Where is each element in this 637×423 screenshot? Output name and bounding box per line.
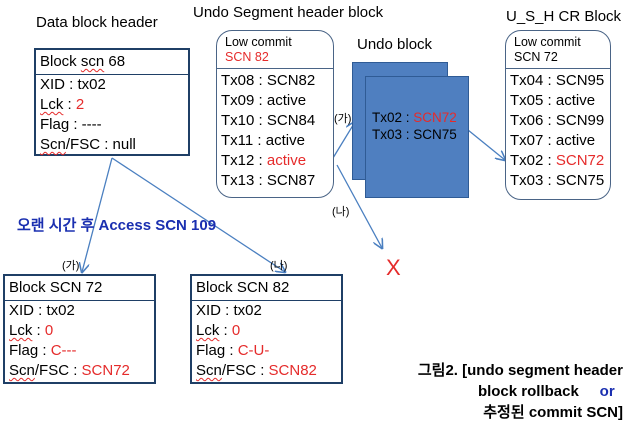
block-na-box: Block SCN 82 XID : tx02 Lck : 0 Flag : C…	[190, 274, 343, 384]
block-ga-header: Block SCN 72	[5, 276, 154, 301]
undo-block-row: Tx03 : SCN75	[372, 127, 457, 142]
data-block-lck-value: 2	[75, 96, 85, 113]
path-label-ga-top: (가)	[334, 113, 352, 125]
data-block-header-box: Block scn 68 XID : tx02 Lck : 2 Flag : -…	[34, 48, 190, 156]
x-mark-icon: X	[386, 255, 401, 280]
undo-block-front-card: Tx02 : SCN72 Tx03 : SCN75	[365, 76, 469, 198]
block-na-scn-fsc: Scn/FSC : SCN82	[196, 362, 317, 379]
ush-cr-low-commit-label: Low commit	[514, 35, 581, 49]
arrow-to-block-na	[111, 157, 285, 272]
block-na-flag: Flag : C-U-	[196, 342, 270, 359]
undo-segment-low-commit-label: Low commit	[225, 35, 292, 49]
data-block-lck-sep: :	[63, 96, 76, 113]
arrow-to-block-ga	[82, 157, 113, 272]
path-label-na-top: (나)	[332, 206, 350, 218]
ush-cr-low-commit: Low commit SCN 72	[506, 31, 610, 69]
undo-segment-row: Tx09 : active	[221, 92, 307, 109]
title-undo-segment-header: Undo Segment header block	[193, 4, 384, 21]
title-ush-cr-block: U_S_H CR Block	[506, 8, 622, 25]
title-undo-block: Undo block	[357, 36, 433, 53]
block-na-header: Block SCN 82	[192, 276, 341, 301]
undo-segment-row: Tx10 : SCN84	[221, 112, 316, 129]
data-block-scn-fsc: Scn/FSC : null	[36, 135, 188, 155]
data-block-header-prefix: Block	[40, 53, 81, 70]
arrow-to-x	[336, 164, 382, 248]
block-ga-lck: Lck : 0	[9, 322, 54, 339]
undo-segment-header-box: Low commit SCN 82 Tx08 : SCN82 Tx09 : ac…	[216, 30, 334, 198]
data-block-scn-fsc-rest: /FSC : null	[65, 136, 136, 153]
undo-segment-low-commit: Low commit SCN 82	[217, 31, 333, 69]
undo-segment-row: Tx08 : SCN82	[221, 72, 316, 89]
data-block-header-row: Block scn 68	[36, 50, 188, 75]
ush-cr-row: Tx05 : active	[510, 92, 596, 109]
path-label-na-bottom: (나)	[270, 260, 288, 272]
ush-cr-row: Tx03 : SCN75	[510, 172, 605, 189]
data-block-lck: Lck : 2	[36, 95, 188, 115]
block-ga-xid: XID : tx02	[9, 302, 75, 319]
block-na-xid: XID : tx02	[196, 302, 262, 319]
block-ga-box: Block SCN 72 XID : tx02 Lck : 0 Flag : C…	[3, 274, 156, 384]
ush-cr-row: Tx02 : SCN72	[510, 152, 605, 169]
access-note: 오랜 시간 후 Access SCN 109	[17, 217, 217, 234]
data-block-scn-fsc-label: Scn	[40, 136, 66, 153]
ush-cr-rows: Tx04 : SCN95 Tx05 : active Tx06 : SCN99 …	[506, 69, 610, 191]
title-data-block-header: Data block header	[36, 14, 158, 31]
undo-segment-row: Tx12 : active	[221, 152, 307, 169]
block-ga-scn-fsc: Scn/FSC : SCN72	[9, 362, 130, 379]
undo-segment-row: Tx13 : SCN87	[221, 172, 316, 189]
ush-cr-low-commit-scn: SCN 72	[514, 50, 558, 64]
undo-segment-rows: Tx08 : SCN82 Tx09 : active Tx10 : SCN84 …	[217, 69, 333, 191]
caption-line-3: 추정된 commit SCN]	[483, 404, 623, 421]
path-label-ga-bottom: (가)	[62, 260, 80, 272]
undo-block-rows: Tx02 : SCN72 Tx03 : SCN75	[372, 109, 457, 143]
undo-block-row: Tx02 : SCN72	[372, 110, 457, 125]
data-block-xid: XID : tx02	[40, 76, 106, 93]
block-ga-flag: Flag : C---	[9, 342, 77, 359]
arrow-to-undo-block	[332, 122, 355, 159]
ush-cr-row: Tx07 : active	[510, 132, 596, 149]
ush-cr-row: Tx04 : SCN95	[510, 72, 605, 89]
arrow-to-cr-block	[467, 129, 505, 160]
undo-segment-row: Tx11 : active	[221, 132, 305, 149]
figure-caption: 그림2. [undo segment header block rollback…	[418, 360, 623, 423]
caption-line-1: 그림2. [undo segment header	[417, 362, 623, 379]
data-block-flag: Flag : ----	[40, 116, 102, 133]
data-block-lck-label: Lck	[40, 96, 64, 113]
undo-segment-low-commit-scn: SCN 82	[225, 50, 269, 64]
data-block-header-value: 68	[104, 53, 126, 70]
ush-cr-row: Tx06 : SCN99	[510, 112, 605, 129]
block-na-lck: Lck : 0	[196, 322, 241, 339]
caption-line-2: block rollback or	[477, 383, 615, 400]
data-block-header-scn: scn	[80, 53, 105, 70]
ush-cr-block-box: Low commit SCN 72 Tx04 : SCN95 Tx05 : ac…	[505, 30, 611, 200]
